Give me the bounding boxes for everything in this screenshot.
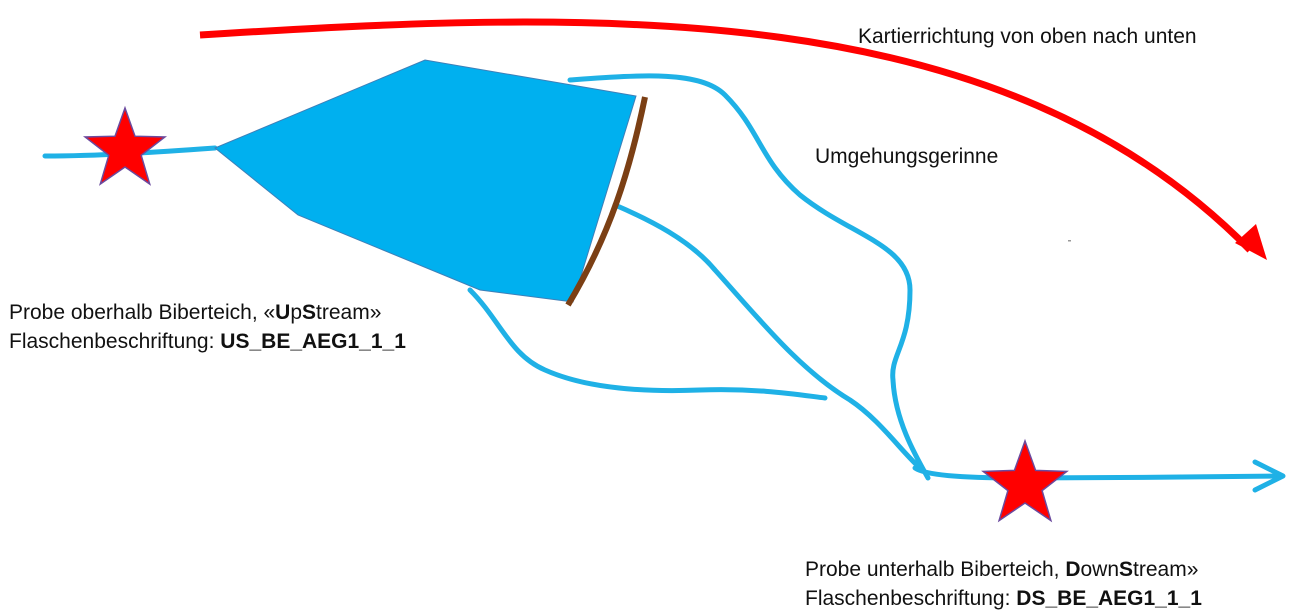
- middle-outflow-channel: [612, 202, 923, 471]
- bypass-channel-label: Umgehungsgerinne: [815, 145, 999, 168]
- mapping-direction-label: Kartierrichtung von oben nach unten: [858, 25, 1197, 48]
- bypass-channel: [567, 73, 931, 481]
- downstream-sample-line1: Probe unterhalb Biberteich, DownStream»: [805, 558, 1199, 581]
- beaver-pond: [214, 59, 637, 303]
- upstream-sample-line1: Probe oberhalb Biberteich, «UpStream»: [9, 301, 382, 324]
- lower-outflow-channel: [467, 287, 828, 401]
- downstream-bottle-code: DS_BE_AEG1_1_1: [1016, 587, 1202, 610]
- upstream-bottle-label-line: Flaschenbeschriftung: US_BE_AEG1_1_1: [9, 330, 406, 353]
- downstream-sample-label: Probe unterhalb Biberteich, DownStream» …: [805, 555, 1202, 613]
- downstream-arrowhead: [1252, 459, 1286, 493]
- upstream-bottle-code: US_BE_AEG1_1_1: [220, 330, 406, 353]
- mapping-direction-arrowhead: [1235, 224, 1267, 260]
- upstream-sample-star: [82, 105, 168, 186]
- downstream-bottle-label-line: Flaschenbeschriftung: DS_BE_AEG1_1_1: [805, 587, 1202, 610]
- stray-dot: [1068, 240, 1071, 242]
- mapping-direction-arrow: [199, 18, 1253, 253]
- upstream-sample-label: Probe oberhalb Biberteich, «UpStream» Fl…: [9, 298, 406, 356]
- downstream-stream: [912, 465, 1281, 481]
- beaver-dam: [565, 96, 648, 307]
- downstream-sample-star: [981, 438, 1069, 523]
